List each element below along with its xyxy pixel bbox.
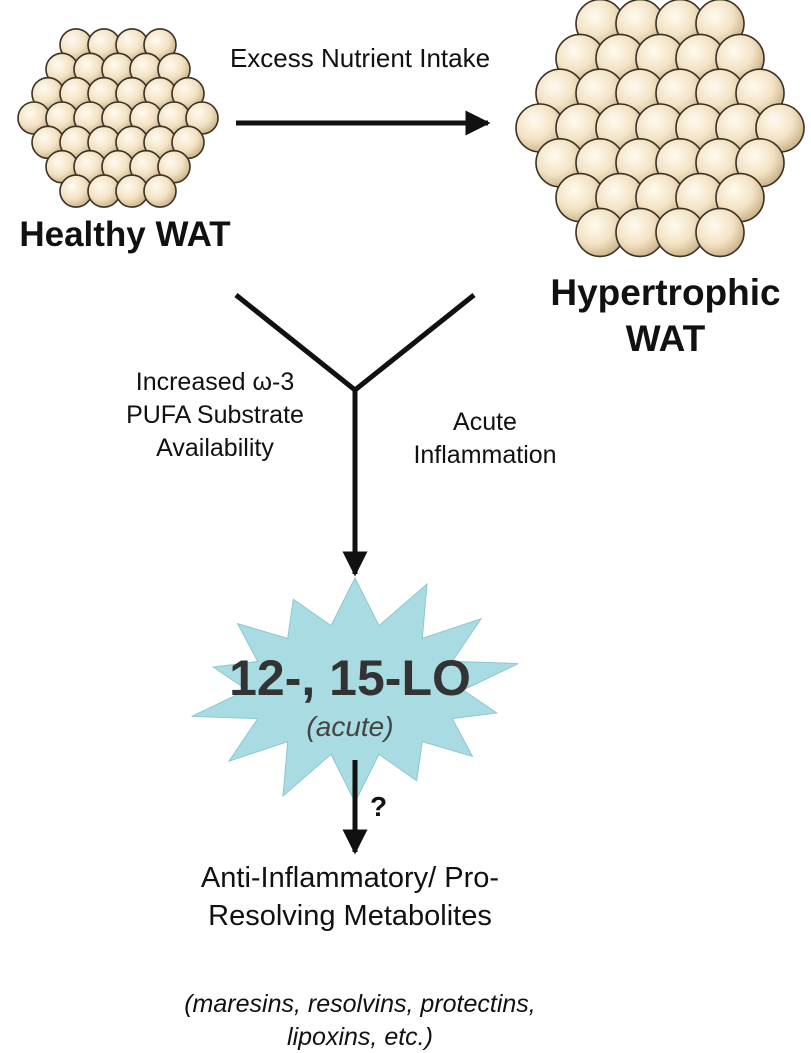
hypertrophic-wat-cell-cluster [515, 0, 805, 258]
hypertrophic-fat-cell [695, 207, 745, 258]
healthy-fat-cell [143, 174, 177, 208]
healthy-fat-cell [87, 174, 121, 208]
node-note-acute: (acute) [306, 711, 394, 742]
edge-label-pufa-substrate: Increased ω-3 PUFA Substrate Availabilit… [126, 368, 304, 462]
edge-label-excess-nutrient: Excess Nutrient Intake [229, 43, 491, 73]
healthy-fat-cell [59, 174, 93, 208]
node-label-hypertrophic-wat: Hypertrophic WAT [550, 272, 781, 360]
node-label-healthy-wat: Healthy WAT [19, 215, 231, 254]
edge-label-question-mark: ? [370, 791, 388, 822]
edge-label-acute-inflammation: Acute Inflammation [413, 408, 557, 469]
node-label-metabolites: Anti-Inflammatory/ Pro-Resolving Metabol… [200, 862, 500, 932]
substrate-branch-line [234, 293, 357, 392]
node-label-lipoxygenase: 12-, 15-LO [229, 650, 471, 706]
node-examples-metabolites: (maresins, resolvins, protectins, lipoxi… [184, 990, 536, 1051]
healthy-fat-cell [115, 174, 149, 208]
inflammation-branch-line [353, 293, 476, 392]
healthy-wat-cell-cluster [17, 28, 219, 208]
